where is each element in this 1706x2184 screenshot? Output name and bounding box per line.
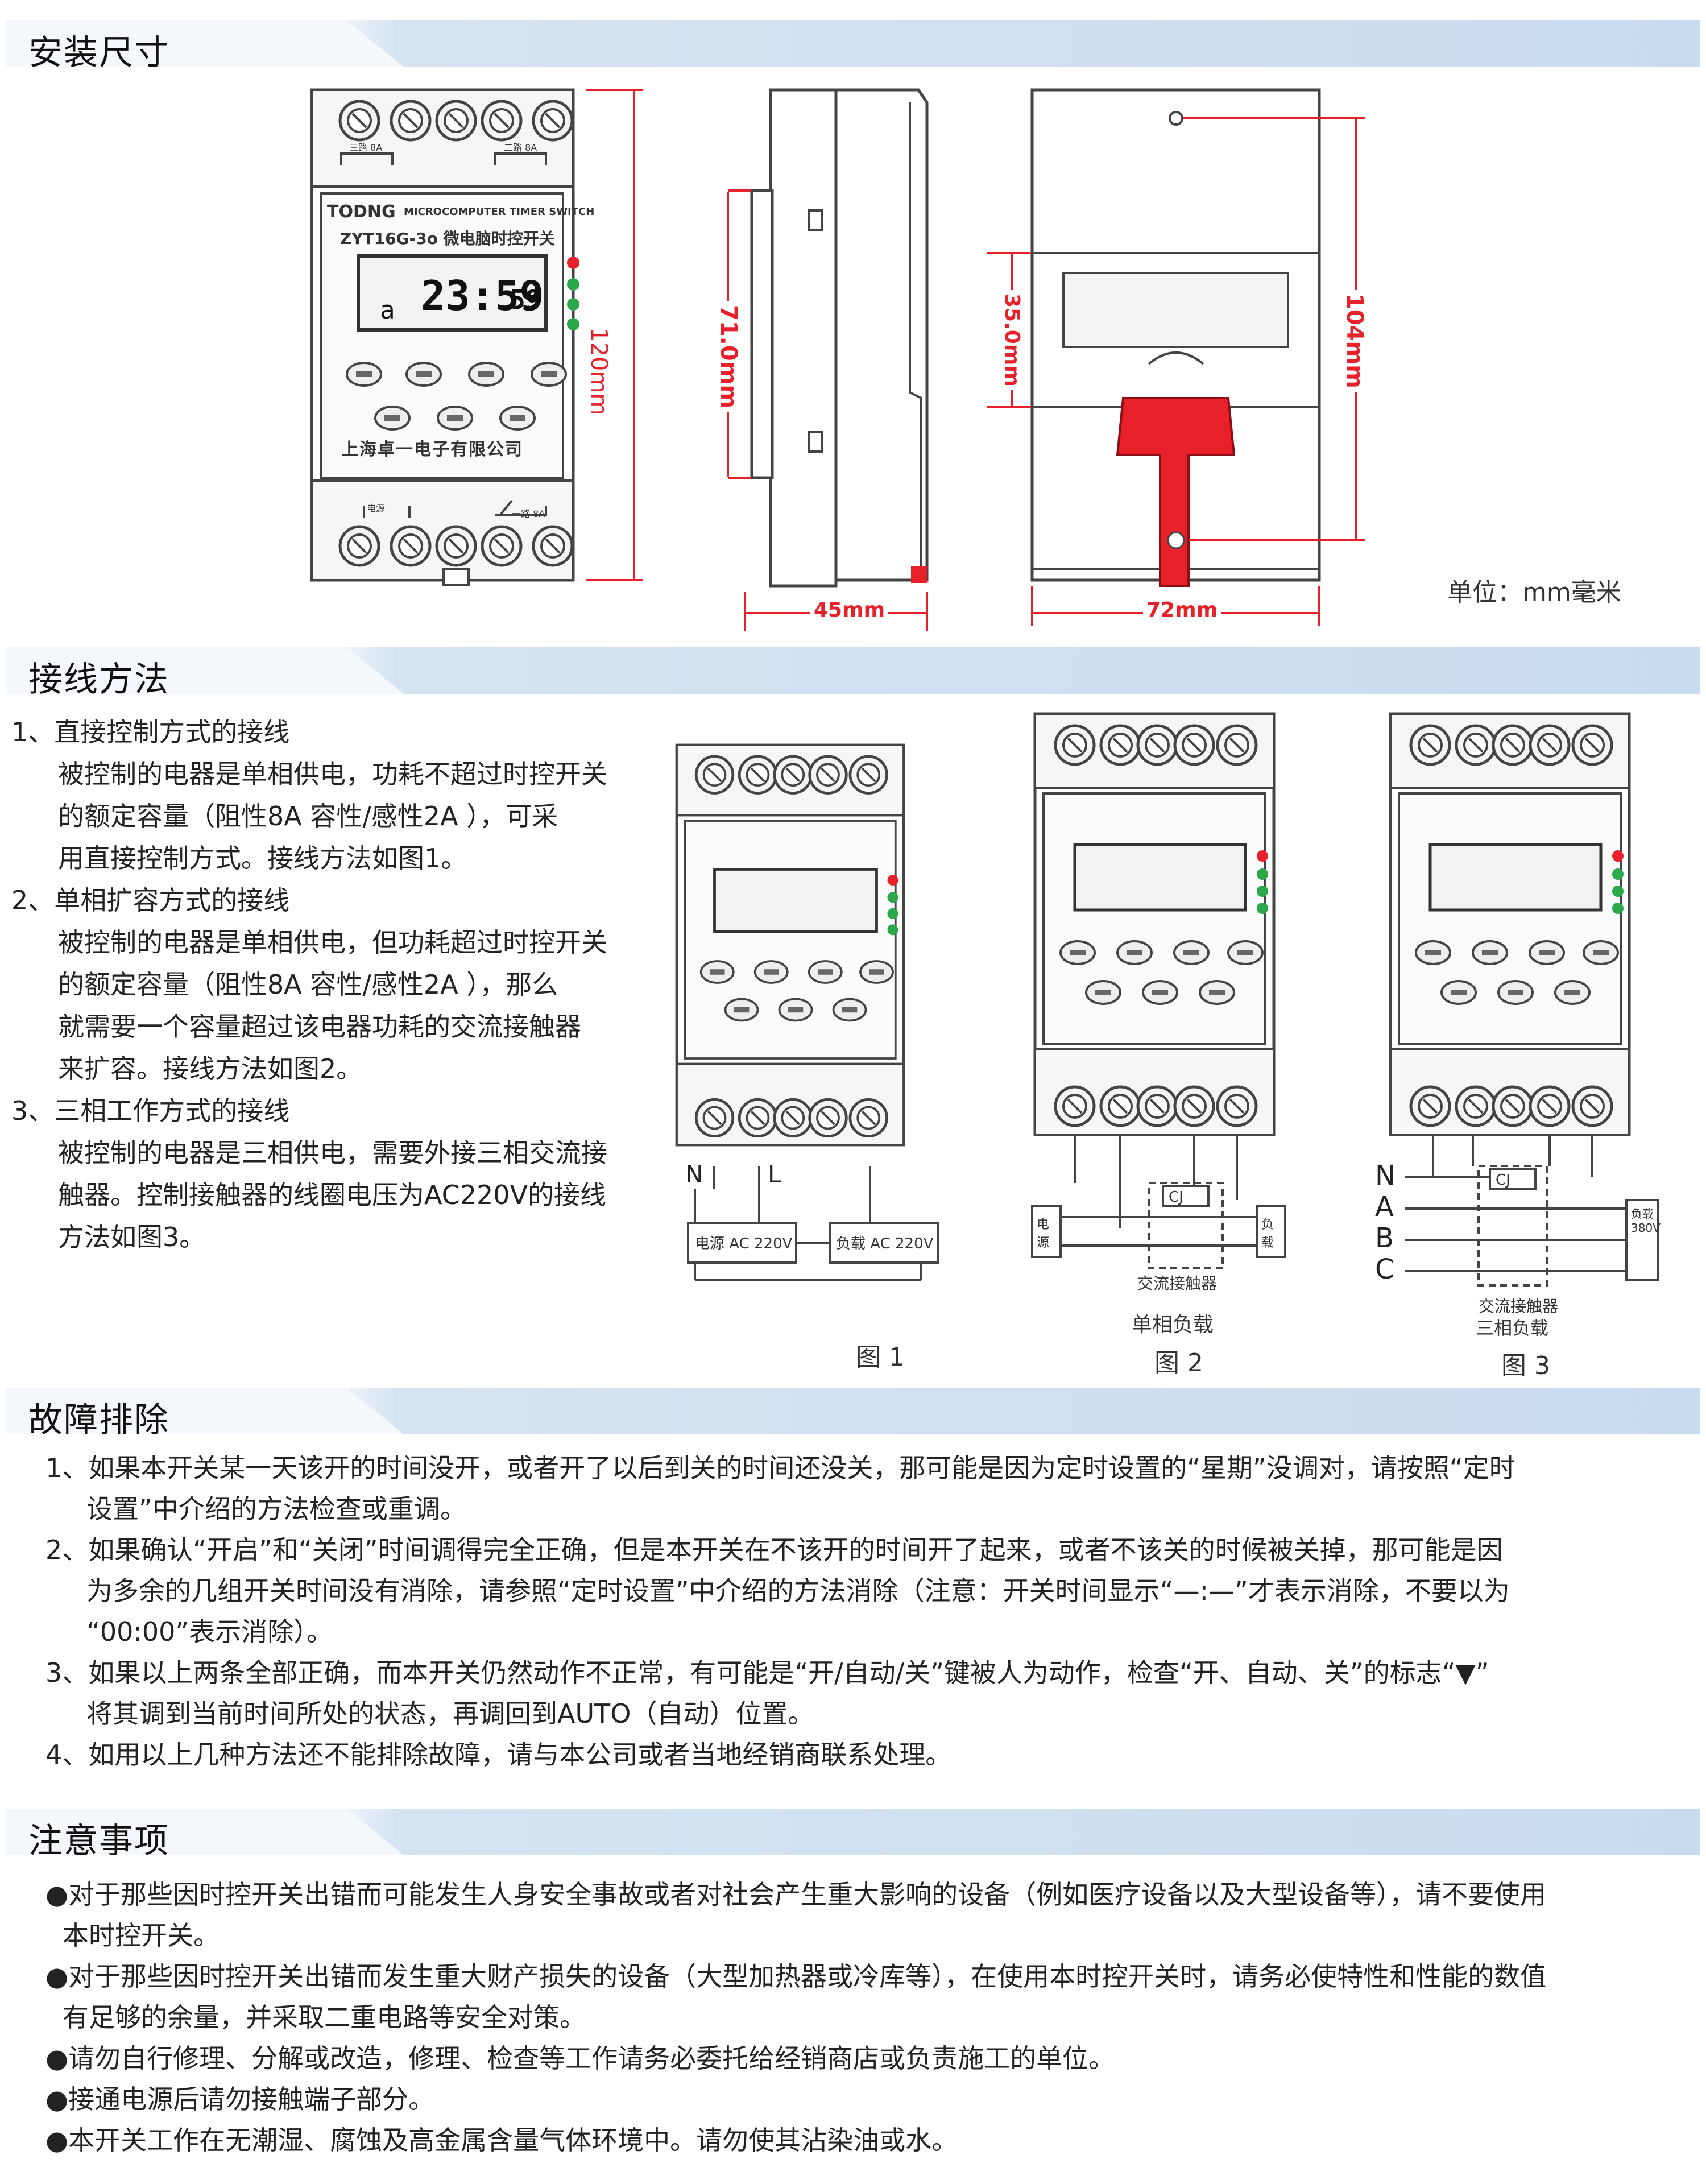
trouble-item: 3、如果以上两条全部正确，而本开关仍然动作不正常，有可能是“开/自动/关”键被人… <box>45 1652 1683 1734</box>
trouble-item: 1、如果本开关某一天该开的时间没开，或者开了以后到关的时间还没关，那可能是因为定… <box>45 1447 1683 1529</box>
fig2-sub: 单相负载 <box>1132 1313 1214 1337</box>
top-label-right: 二路 8A <box>504 142 537 153</box>
phase-label: B <box>1375 1222 1394 1254</box>
trouble-list: 1、如果本开关某一天该开的时间没开，或者开了以后到关的时间还没关，那可能是因为定… <box>45 1447 1683 1775</box>
fig1-diagram <box>677 745 939 1281</box>
dim-height-side: 71.0mm <box>715 301 742 412</box>
fig2-load-box: 负载 <box>1261 1218 1274 1250</box>
wiring-line: 用直接控制方式。接线方法如图1。 <box>58 843 467 874</box>
product-line-label: MICROCOMPUTER TIMER SWITCH <box>404 206 595 218</box>
install-drawings <box>310 88 1365 631</box>
brand-label: TODNG <box>327 202 396 222</box>
note-item: ●对于那些因时控开关出错而发生重大财产损失的设备（大型加热器或冷库等），在使用本… <box>45 1956 1683 2038</box>
note-item: ●本开关工作在无潮湿、腐蚀及高金属含量气体环境中。请勿使其沾染油或水。 <box>45 2125 958 2156</box>
fig1-caption: 图 1 <box>856 1343 905 1372</box>
wiring-line: 被控制的电器是单相供电，但功耗超过时控开关 <box>58 927 607 958</box>
dim-rear-height: 104mm <box>1341 290 1368 392</box>
fig3-diagram <box>1390 714 1659 1287</box>
model-label: ZYT16G-3o 微电脑时控开关 <box>340 229 555 248</box>
note-item: ●请勿自行修理、分解或改造，修理、检查等工作请务必委托给经销商店或负责施工的单位… <box>45 2043 1115 2074</box>
fig2-contactor-label: 交流接触器 <box>1137 1274 1218 1293</box>
fig1-power-box: 电源 AC 220V <box>695 1235 793 1252</box>
trouble-item: 2、如果确认“开启”和“关闭”时间调得完全正确，但是本开关在不该开的时间开了起来… <box>45 1529 1683 1652</box>
fig1-n-label: N <box>685 1160 703 1188</box>
section-title: 注意事项 <box>28 1821 169 1861</box>
maker-label: 上海卓一电子有限公司 <box>341 440 523 460</box>
phase-label: A <box>1375 1191 1394 1223</box>
section-title: 接线方法 <box>28 660 169 700</box>
fig2-cj-label: CJ <box>1169 1189 1183 1206</box>
trouble-line: 3、如果以上两条全部正确，而本开关仍然动作不正常，有可能是“开/自动/关”键被人… <box>45 1657 1489 1688</box>
dim-height-front: 120mm <box>586 324 612 419</box>
fig3-cj-label: CJ <box>1496 1172 1510 1189</box>
lcd-day: a <box>380 296 395 325</box>
fig3-sub: 三相负载 <box>1476 1317 1549 1339</box>
fig1-l-label: L <box>768 1160 781 1188</box>
note-item: ●对于那些因时控开关出错而可能发生人身安全事故或者对社会产生重大影响的设备（例如… <box>45 1874 1683 1956</box>
fig3-contactor-label: 交流接触器 <box>1479 1297 1559 1316</box>
lcd-seconds: 59 <box>510 284 541 315</box>
bottom-label-right: 一路 8A <box>512 508 545 519</box>
section-header-wiring: 接线方法 <box>6 647 1700 700</box>
trouble-line: 2、如果确认“开启”和“关闭”时间调得完全正确，但是本开关在不该开的时间开了起来… <box>45 1534 1503 1565</box>
section-header-trouble: 故障排除 <box>6 1388 1700 1440</box>
wiring-line: 来扩容。接线方法如图2。 <box>58 1053 363 1084</box>
trouble-line: 将其调到当前时间所处的状态，再调回到AUTO（自动）位置。 <box>86 1698 814 1729</box>
note-line: ●对于那些因时控开关出错而发生重大财产损失的设备（大型加热器或冷库等），在使用本… <box>45 1961 1547 1992</box>
side-view <box>727 88 929 631</box>
section-title: 安装尺寸 <box>28 33 169 73</box>
trouble-line: 为多余的几组开关时间没有消除，请参照“定时设置”中介绍的方法消除（注意：开关时间… <box>86 1575 1510 1606</box>
fig3-load-box: 负载 380V <box>1631 1207 1661 1235</box>
section-header-install: 安装尺寸 <box>6 20 1700 73</box>
wiring-text: 1、直接控制方式的接线 被控制的电器是单相供电，功耗不超过时控开关 的额定容量（… <box>11 711 660 1258</box>
front-view <box>310 88 643 586</box>
trouble-line: 设置”中介绍的方法检查或重调。 <box>86 1494 466 1524</box>
wiring-line: 的额定容量（阻性8A 容性/感性2A ），可采 <box>58 801 558 832</box>
fig3-caption: 图 3 <box>1501 1351 1550 1380</box>
wiring-line: 方法如图3。 <box>58 1222 206 1252</box>
lcd-time: 23:59 <box>421 272 544 320</box>
top-label-left: 三路 8A <box>349 142 383 153</box>
wiring-line: 被控制的电器是单相供电，功耗不超过时控开关 <box>58 759 607 789</box>
wiring-line: 触器。控制接触器的线圈电压为AC220V的接线 <box>58 1180 607 1210</box>
trouble-item: 4、如用以上几种方法还不能排除故障，请与本公司或者当地经销商联系处理。 <box>45 1734 1683 1775</box>
phase-label: C <box>1375 1254 1394 1285</box>
dim-rear-width: 72mm <box>1143 598 1221 622</box>
fig3-phases: N A B C <box>1375 1160 1396 1285</box>
trouble-line: “00:00”表示消除）。 <box>86 1616 333 1647</box>
fig2-caption: 图 2 <box>1154 1349 1203 1378</box>
notes-list: ●对于那些因时控开关出错而可能发生人身安全事故或者对社会产生重大影响的设备（例如… <box>45 1874 1683 2161</box>
phase-label: N <box>1375 1160 1396 1192</box>
note-item: ●接通电源后请勿接触端子部分。 <box>45 2084 435 2115</box>
section-header-notes: 注意事项 <box>6 1809 1700 1861</box>
wiring-heading-3: 3、三相工作方式的接线 <box>11 1095 290 1126</box>
rear-view <box>987 88 1365 626</box>
wiring-heading-2: 2、单相扩容方式的接线 <box>11 885 290 916</box>
wiring-line: 的额定容量（阻性8A 容性/感性2A ），那么 <box>58 969 558 1000</box>
wiring-line: 被控制的电器是三相供电，需要外接三相交流接 <box>58 1138 607 1168</box>
section-title: 故障排除 <box>28 1400 169 1440</box>
trouble-line: 4、如用以上几种方法还不能排除故障，请与本公司或者当地经销商联系处理。 <box>45 1739 952 1770</box>
dim-width-side: 45mm <box>810 598 889 622</box>
wiring-line: 就需要一个容量超过该电器功耗的交流接触器 <box>58 1011 581 1042</box>
dim-rear-upper: 35.0mm <box>1000 290 1024 390</box>
note-line: 有足够的余量，并采取二重电路等安全对策。 <box>63 2002 586 2033</box>
note-line: ●对于那些因时控开关出错而可能发生人身安全事故或者对社会产生重大影响的设备（例如… <box>45 1879 1547 1910</box>
bottom-label-left: 电源 <box>367 503 386 514</box>
trouble-line: 1、如果本开关某一天该开的时间没开，或者开了以后到关的时间还没关，那可能是因为定… <box>45 1453 1515 1483</box>
fig2-diagram <box>1031 714 1286 1269</box>
fig1-load-box: 负载 AC 220V <box>836 1235 934 1252</box>
unit-label: 单位：mm毫米 <box>1447 578 1621 607</box>
note-line: 本时控开关。 <box>63 1920 220 1951</box>
fig2-power-box: 电源 <box>1037 1218 1050 1250</box>
wiring-heading-1: 1、直接控制方式的接线 <box>11 717 290 747</box>
wiring-figures <box>0 700 1659 1287</box>
